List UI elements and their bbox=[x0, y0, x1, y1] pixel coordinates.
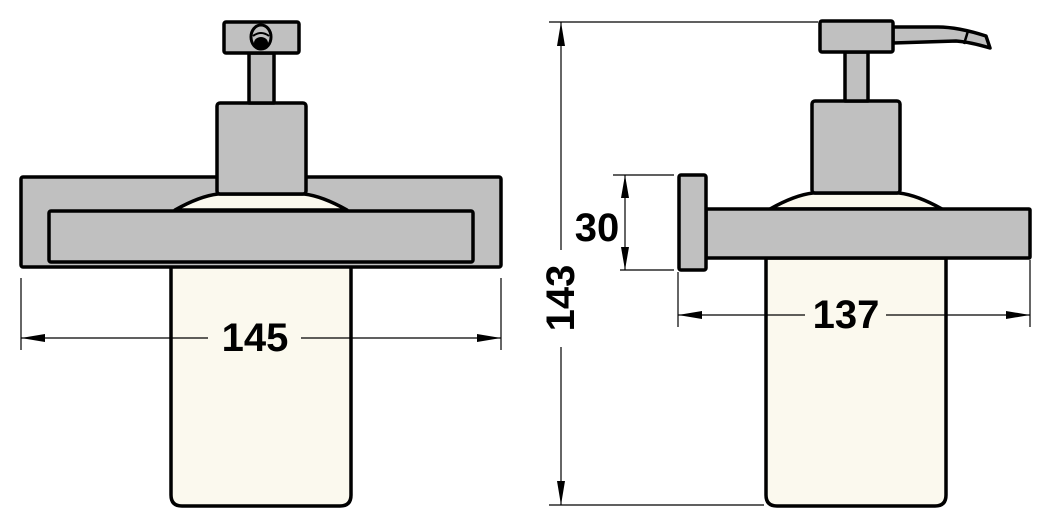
nozzle-icon bbox=[249, 23, 273, 51]
front-view: 145 bbox=[19, 20, 503, 508]
dimension-143: 143 bbox=[539, 21, 818, 506]
dimension-label-145: 145 bbox=[222, 316, 289, 360]
side-collar bbox=[768, 191, 944, 211]
front-bottle bbox=[169, 260, 353, 508]
side-pump-head bbox=[818, 19, 895, 54]
side-pump-stem bbox=[843, 50, 870, 103]
dimension-label-143: 143 bbox=[539, 265, 583, 332]
front-holder-bar bbox=[47, 209, 475, 264]
side-pump-body bbox=[810, 99, 902, 195]
dimension-145: 145 bbox=[20, 278, 502, 360]
dimension-label-137: 137 bbox=[813, 293, 880, 337]
front-collar bbox=[173, 192, 349, 212]
dimension-label-30: 30 bbox=[575, 206, 620, 250]
side-wall-plate bbox=[677, 173, 708, 272]
front-pump-stem bbox=[247, 51, 276, 105]
side-pump-spout bbox=[891, 25, 992, 50]
front-pump-body bbox=[215, 101, 308, 196]
side-bottle bbox=[764, 256, 948, 508]
side-view: 143 30 137 bbox=[539, 19, 1032, 508]
dimension-137: 137 bbox=[677, 260, 1031, 337]
dimension-30: 30 bbox=[575, 174, 674, 271]
side-arm bbox=[704, 207, 1032, 260]
